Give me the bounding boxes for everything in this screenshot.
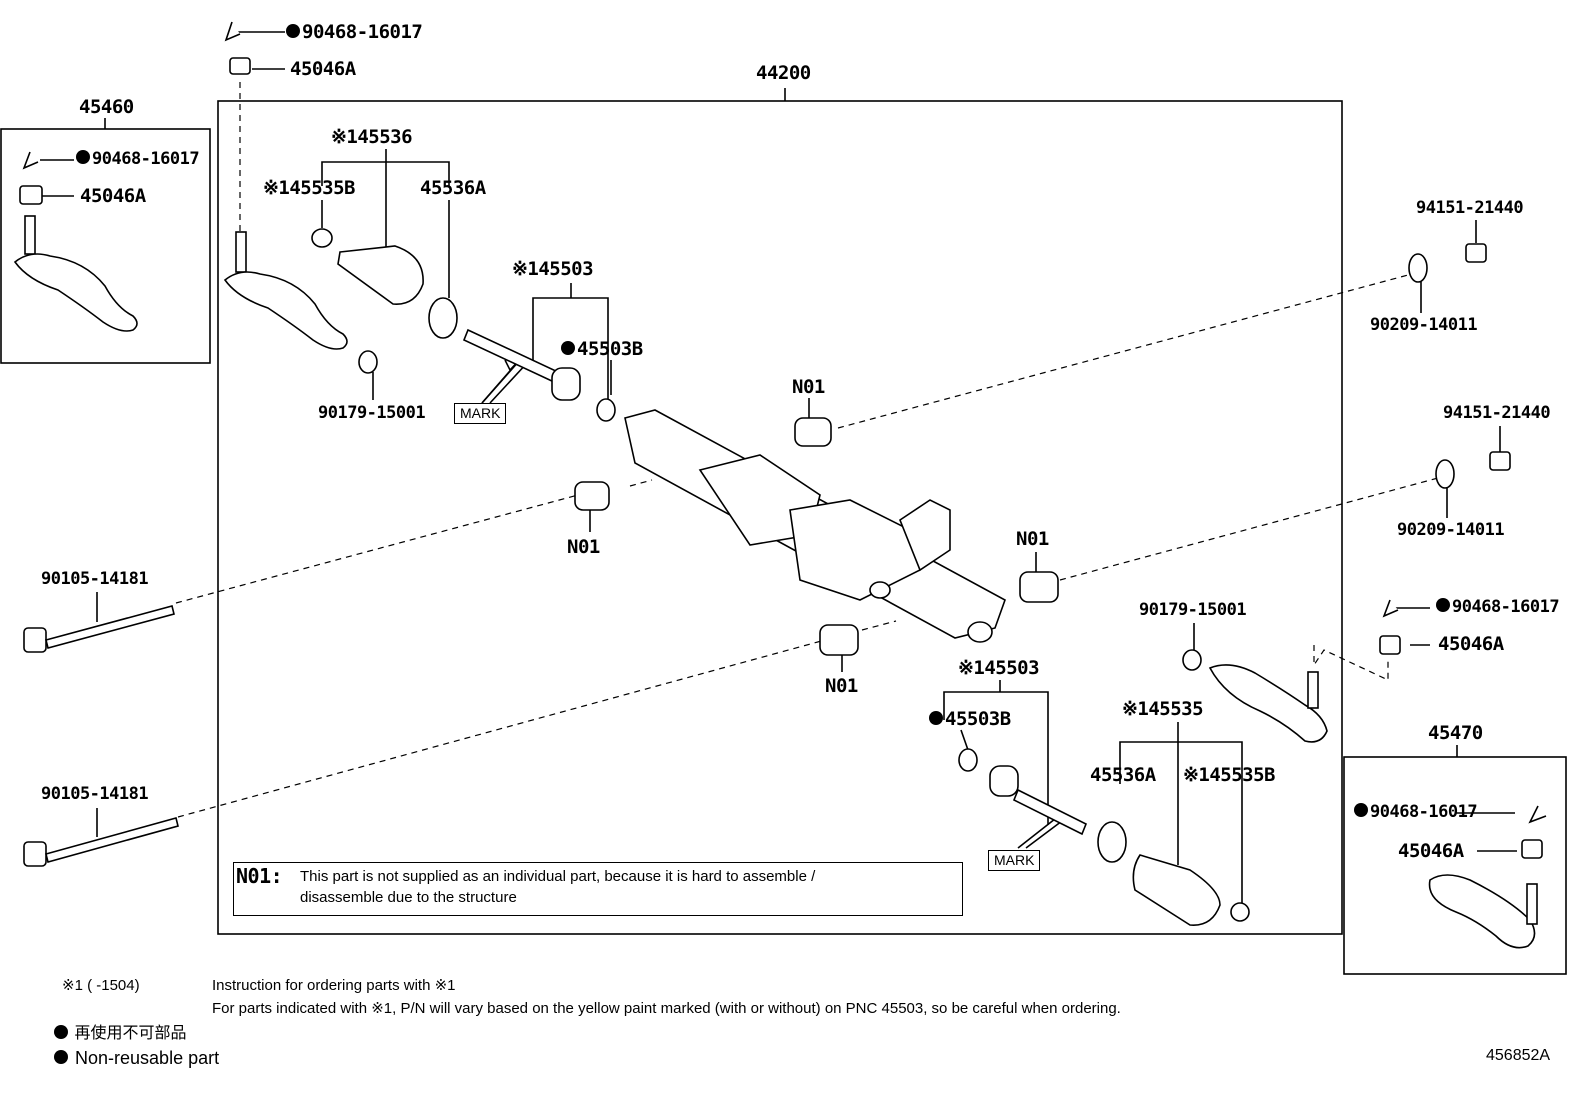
footer-instruction-title: Instruction for ordering parts with ※1 [212, 977, 456, 994]
footer-ref: ※1 ( -1504) [62, 977, 140, 994]
label-90179-left: 90179-15001 [318, 403, 426, 423]
figure-id: 456852A [1486, 1047, 1551, 1064]
label-94151-a: 94151-21440 [1416, 198, 1524, 218]
assembly-frame [217, 100, 1343, 935]
label-45536: ※145536 [331, 126, 413, 148]
inset-frame-45470 [1343, 756, 1567, 975]
label-45470: 45470 [1428, 722, 1483, 744]
label-45046a-top: 45046A [290, 58, 356, 80]
label-n01-top: N01 [792, 376, 825, 398]
footer-jp-non-reusable: 再使用不可部品 [54, 1024, 186, 1043]
n01-note-box [233, 862, 963, 916]
non-reusable-dot-icon [76, 150, 90, 164]
footer-instruction-body: For parts indicated with ※1, P/N will va… [212, 1000, 1121, 1017]
label-90468-right: 90468-16017 [1436, 598, 1560, 616]
label-n01-bottom: N01 [825, 675, 858, 697]
n01-note-line2: disassemble due to the structure [300, 889, 517, 906]
mark-box-right: MARK [988, 850, 1041, 872]
label-45536a-left: 45536A [420, 177, 486, 199]
label-90105-a: 90105-14181 [41, 569, 149, 589]
non-reusable-dot-icon [1436, 598, 1450, 612]
n01-note-line1: This part is not supplied as an individu… [300, 868, 816, 885]
label-n01-mid-left: N01 [567, 536, 600, 558]
label-45503-right: ※145503 [958, 657, 1040, 679]
non-reusable-dot-icon [929, 710, 943, 725]
label-45046a-inset-right: 45046A [1398, 840, 1464, 862]
label-90179-right: 90179-15001 [1139, 600, 1247, 620]
label-45503b-right: 45503B [929, 710, 1011, 729]
label-90209-b: 90209-14011 [1397, 520, 1505, 540]
label-45046a-inset-left: 45046A [80, 185, 146, 207]
label-90468-inset-right: 90468-16017 [1354, 803, 1478, 821]
non-reusable-dot-icon [1354, 803, 1368, 817]
n01-note-code: N01: [236, 864, 283, 888]
label-45535b-right: ※145535B [1183, 764, 1275, 786]
label-90468-top: 90468-16017 [286, 23, 423, 42]
non-reusable-dot-icon [54, 1050, 68, 1065]
footer-en-non-reusable: Non-reusable part [54, 1048, 219, 1070]
label-94151-b: 94151-21440 [1443, 403, 1551, 423]
label-45460: 45460 [79, 96, 134, 118]
label-44200: 44200 [756, 62, 811, 84]
label-45503-left: ※145503 [512, 258, 594, 280]
non-reusable-dot-icon [561, 340, 575, 355]
label-90105-b: 90105-14181 [41, 784, 149, 804]
mark-box-left: MARK [454, 403, 507, 425]
label-45046a-right: 45046A [1438, 633, 1504, 655]
label-n01-right: N01 [1016, 528, 1049, 550]
non-reusable-dot-icon [286, 23, 300, 38]
label-45536a-right: 45536A [1090, 764, 1156, 786]
label-45503b-left: 45503B [561, 340, 643, 359]
label-45535b-left: ※145535B [263, 177, 355, 199]
non-reusable-dot-icon [54, 1024, 68, 1039]
label-90468-inset-left: 90468-16017 [76, 150, 200, 168]
label-45535-right: ※145535 [1122, 698, 1204, 720]
label-90209-a: 90209-14011 [1370, 315, 1478, 335]
